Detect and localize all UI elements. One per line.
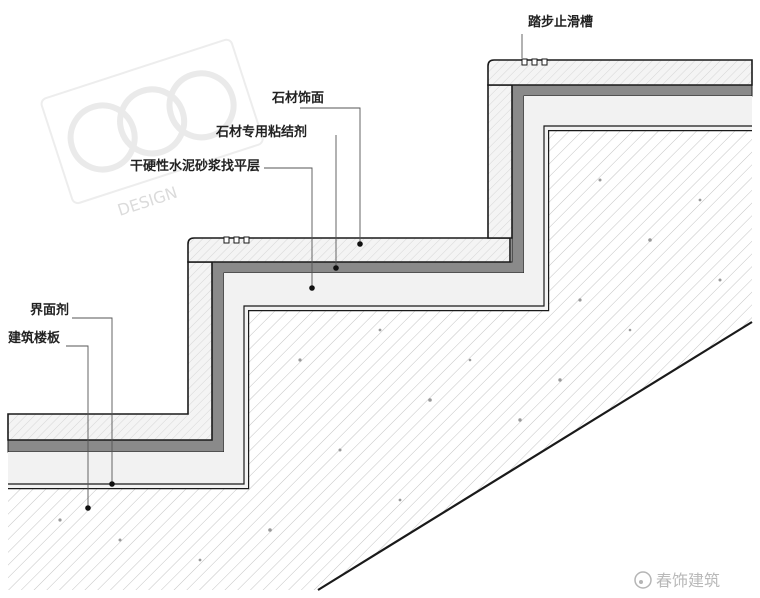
label-stone-adhesive: 石材专用粘结剂	[215, 124, 307, 140]
stone-finish-middle-tread	[187, 237, 511, 263]
label-stone-finish: 石材饰面	[271, 90, 324, 106]
label-anti-slip-groove: 踏步止滑槽	[528, 14, 593, 30]
anti-slip-grooves	[223, 58, 548, 244]
floor-slab	[8, 130, 752, 590]
label-interface-agent: 界面剂	[30, 302, 69, 318]
stone-finish-middle-riser	[487, 84, 513, 239]
watermark-account-text: 春饰建筑	[656, 571, 720, 590]
watermark-account: 春饰建筑	[634, 571, 720, 590]
slab-underside-line	[317, 321, 753, 591]
concrete-aggregate	[58, 178, 722, 562]
leveling-layer-fill	[8, 96, 752, 488]
stone-finish-lower	[7, 261, 213, 441]
label-leveling-layer: 干硬性水泥砂浆找平层	[130, 158, 260, 174]
interface-agent-line	[8, 125, 752, 485]
stone-finish-top-tread	[487, 59, 753, 86]
label-building-floor: 建筑楼板	[8, 330, 61, 346]
leader-lines	[66, 34, 523, 511]
